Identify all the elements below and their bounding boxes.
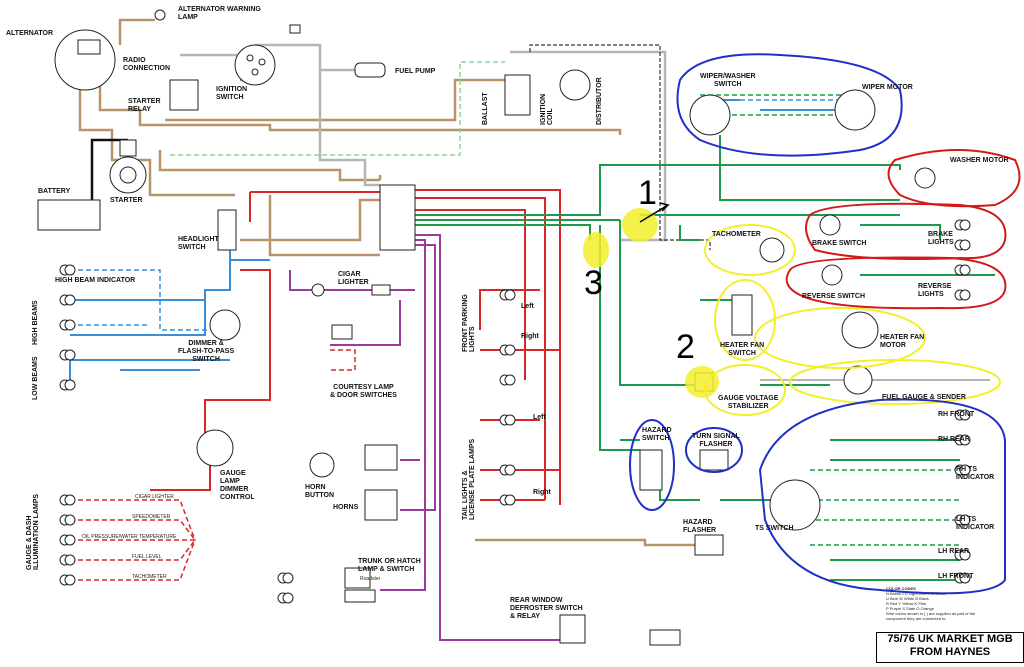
blue-outlines bbox=[629, 53, 1006, 595]
purple-wires bbox=[289, 234, 560, 641]
label-radio-connection: RADIO CONNECTION bbox=[123, 57, 171, 72]
green-wires bbox=[415, 135, 995, 581]
label-fuel-pump: FUEL PUMP bbox=[395, 68, 436, 75]
label-gauge-dash-lamps: GAUGE & DASH ILLUMINATION LAMPS bbox=[26, 493, 40, 570]
red-wires bbox=[150, 189, 561, 505]
label-front-parking-lights: FRONT PARKING LIGHTS bbox=[462, 294, 476, 352]
label-horn-button: HORN BUTTON bbox=[305, 484, 335, 499]
annotation-marker-2: 2 bbox=[676, 328, 695, 366]
label-gauge-lamp-dimmer: GAUGE LAMP DIMMER CONTROL bbox=[220, 470, 255, 501]
label-heater-fan-switch: HEATER FAN SWITCH bbox=[720, 342, 765, 357]
red-dashed-wires bbox=[70, 349, 356, 581]
label-ts-switch: TS SWITCH bbox=[755, 525, 794, 532]
title-block: 75/76 UK MARKET MGB FROM HAYNES bbox=[876, 632, 1024, 663]
label-alternator-warning-lamp: ALTERNATOR WARNING LAMP bbox=[178, 6, 261, 21]
label-rh-rear: RH REAR bbox=[938, 436, 970, 443]
label-brake-switch: BRAKE SWITCH bbox=[812, 240, 867, 247]
red-outlines bbox=[785, 149, 1021, 310]
legend-row: R Red Y Yellow K Pink bbox=[886, 601, 927, 606]
legend-heading: COLOR CODES bbox=[886, 586, 916, 591]
label-hazard-switch: HAZARD SWITCH bbox=[642, 427, 672, 442]
label-cigar-lighter: CIGAR LIGHTER bbox=[338, 271, 369, 286]
label-reverse-switch: REVERSE SWITCH bbox=[802, 293, 866, 300]
label-wiper-washer-switch: WIPER/WASHER SWITCH bbox=[700, 73, 756, 88]
legend-note: component they are connected to. bbox=[886, 616, 947, 621]
blue-dashed-wires bbox=[70, 99, 860, 331]
label-rear-window-defroster: REAR WINDOW DEFROSTER SWITCH & RELAY bbox=[510, 597, 583, 620]
label-washer-motor: WASHER MOTOR bbox=[950, 157, 1009, 164]
components bbox=[37, 9, 936, 646]
label-distributor: DISTRIBUTOR bbox=[596, 77, 603, 125]
label-speedometer: SPEEDOMETER bbox=[132, 514, 171, 520]
black-arrow bbox=[639, 202, 670, 223]
label-lh-ts-indicator: LH TS INDICATOR bbox=[956, 516, 995, 531]
legend-row: N Brown LG Light Green G Green bbox=[886, 591, 947, 596]
label-high-beam-indicator: HIGH BEAM INDICATOR bbox=[55, 277, 136, 284]
title-line-2: FROM HAYNES bbox=[909, 646, 991, 658]
label-ignition-switch: IGNITION SWITCH bbox=[216, 86, 248, 101]
light-green-wire bbox=[170, 61, 505, 156]
label-left-rear: Left bbox=[533, 414, 546, 421]
label-ballast: BALLAST bbox=[482, 92, 489, 125]
label-oil-pressure: OIL PRESSURE/WATER TEMPERATURE bbox=[82, 534, 177, 540]
color-code-legend: COLOR CODES N Brown LG Light Green G Gre… bbox=[886, 586, 1020, 632]
yellow-outlines bbox=[704, 224, 1001, 416]
label-right-front: Right bbox=[521, 333, 539, 340]
label-fuel-gauge-sender: FUEL GAUGE & SENDER bbox=[882, 394, 966, 401]
label-gauge-voltage-stabilizer: GAUGE VOLTAGE STABILIZER bbox=[718, 395, 779, 410]
yellow-highlights bbox=[583, 208, 719, 398]
label-horns: HORNS bbox=[333, 504, 359, 511]
legend-note: Wire colors shown in ( ) are supplied as… bbox=[886, 611, 976, 616]
label-tail-lights: TAIL LIGHTS & LICENSE PLATE LAMPS bbox=[462, 438, 476, 520]
label-left-front: Left bbox=[521, 303, 534, 310]
label-turn-signal-flasher: TURN SIGNAL FLASHER bbox=[692, 433, 740, 448]
label-dimmer-switch: DIMMER & FLASH-TO-PASS SWITCH bbox=[178, 340, 235, 363]
annotation-marker-3: 3 bbox=[584, 264, 603, 302]
label-trunk-lamp: TRUNK OR HATCH LAMP & SWITCH bbox=[358, 558, 421, 573]
title-line-1: 75/76 UK MARKET MGB bbox=[887, 633, 1013, 645]
label-fuel-level: FUEL LEVEL bbox=[132, 554, 162, 560]
label-lh-front: LH FRONT bbox=[938, 573, 974, 580]
label-heater-fan-motor: HEATER FAN MOTOR bbox=[880, 334, 925, 349]
label-roadster: Roadster bbox=[360, 576, 381, 582]
label-starter-relay: STARTER RELAY bbox=[128, 98, 161, 113]
label-ignition-coil: IGNITION COIL bbox=[540, 93, 554, 125]
black-wires bbox=[90, 138, 128, 200]
label-wiper-motor: WIPER MOTOR bbox=[862, 84, 913, 91]
legend-row: U Blue W White B Black bbox=[886, 596, 929, 601]
black-dashed-wire bbox=[529, 44, 711, 250]
label-rh-ts-indicator: RH TS INDICATOR bbox=[956, 466, 995, 481]
label-lh-rear: LH REAR bbox=[938, 548, 970, 555]
label-hazard-flasher: HAZARD FLASHER bbox=[683, 519, 717, 534]
label-battery: BATTERY bbox=[38, 188, 71, 195]
label-low-beams: LOW BEAMS bbox=[32, 356, 39, 400]
label-headlight-switch: HEADLIGHT SWITCH bbox=[178, 236, 219, 251]
label-reverse-lights: REVERSE LIGHTS bbox=[918, 283, 952, 298]
label-high-beams: HIGH BEAMS bbox=[32, 300, 39, 345]
label-right-rear: Right bbox=[533, 489, 551, 496]
lamp-symbols bbox=[59, 219, 971, 604]
label-rh-front: RH FRONT bbox=[938, 411, 975, 418]
brown-wires bbox=[78, 18, 700, 547]
label-tachometer-lamp: TACHOMETER bbox=[132, 574, 167, 580]
annotation-marker-1: 1 bbox=[638, 174, 657, 212]
label-courtesy-lamp: COURTESY LAMP & DOOR SWITCHES bbox=[330, 384, 397, 399]
label-alternator: ALTERNATOR bbox=[6, 30, 54, 37]
label-starter: STARTER bbox=[110, 197, 143, 204]
label-brake-lights: BRAKE LIGHTS bbox=[928, 231, 954, 246]
label-dash-cigar-lighter: CIGAR LIGHTER bbox=[135, 494, 174, 500]
legend-row: P Purple S Slate O Orange bbox=[886, 606, 934, 611]
label-tachometer: TACHOMETER bbox=[712, 231, 761, 238]
